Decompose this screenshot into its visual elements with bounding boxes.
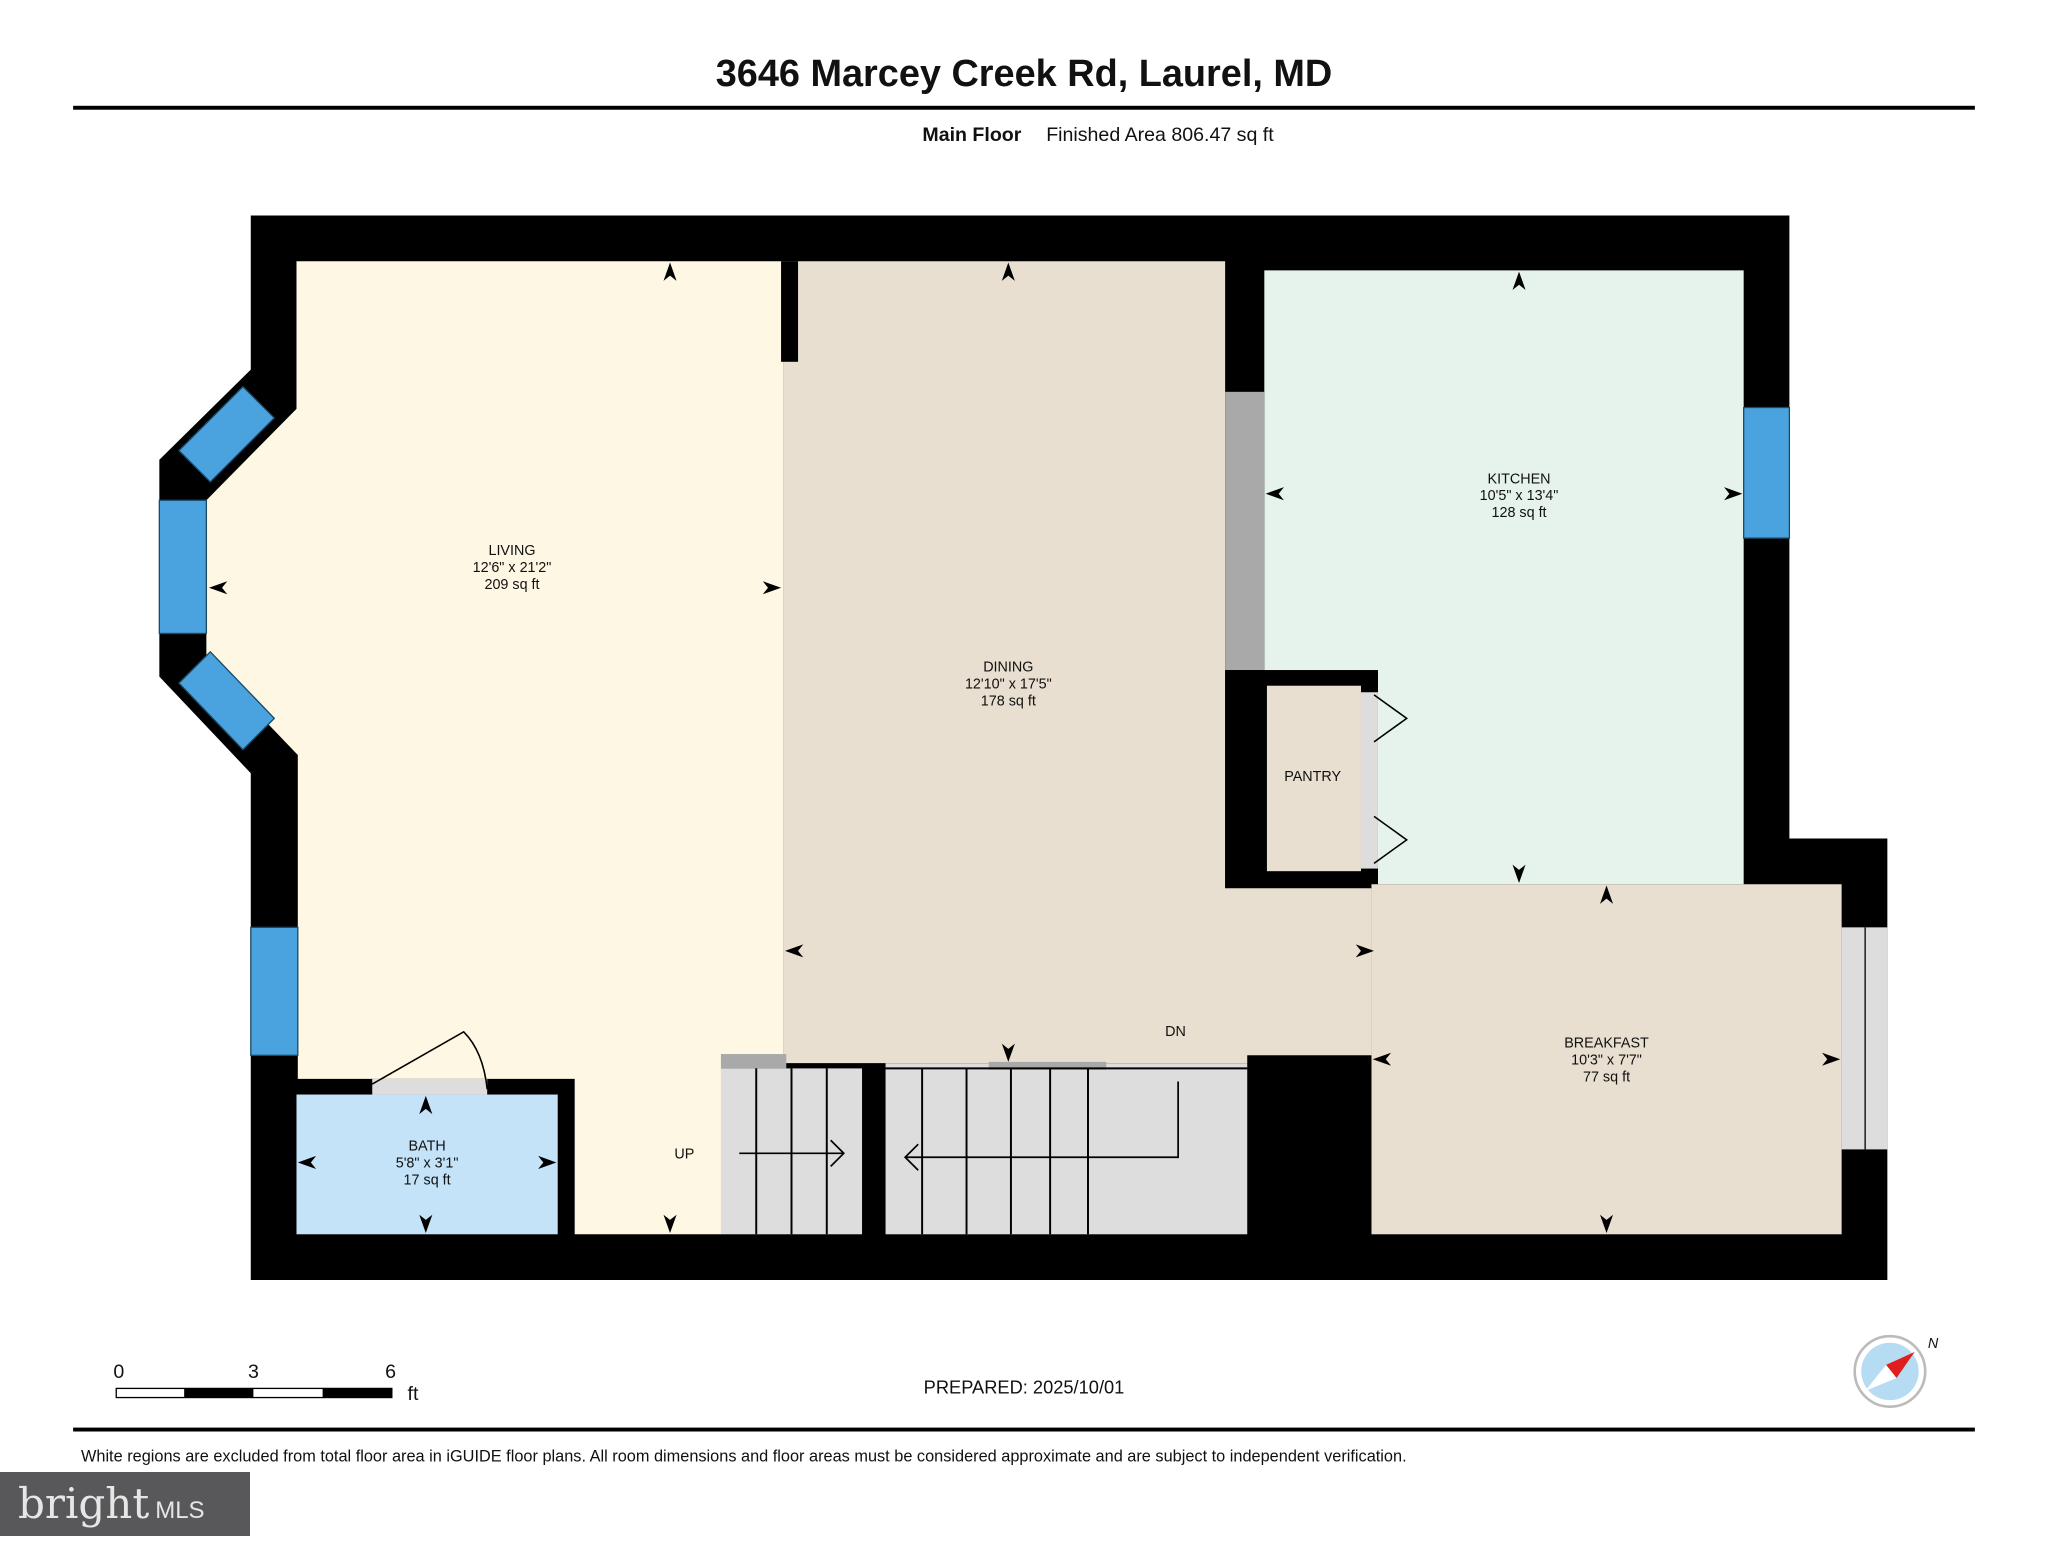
chase-wall [1247,1055,1372,1235]
scale-tick-0: 0 [113,1361,124,1383]
footer-divider [73,1427,1975,1432]
stairs-down-label: DN [1165,1024,1186,1040]
logo-suffix: MLS [155,1497,205,1524]
stairs-up [720,1054,863,1235]
dimension-arrows [208,262,1841,1233]
living-name: LIVING [488,543,535,559]
prepared-date: PREPARED: 2025/10/01 [924,1377,1125,1398]
pantry-door-swing [1373,694,1409,743]
pantry-door [1360,692,1378,869]
logo-text: bright [18,1479,150,1528]
living-dims: 12'6" x 21'2" [473,560,552,576]
scale-unit: ft [408,1383,419,1405]
kitchen-counter [1225,391,1265,671]
scale-tick-6: 6 [385,1361,396,1383]
compass-icon: N [1853,1334,1939,1408]
room-living [206,261,784,1235]
bath-area: 17 sq ft [404,1173,451,1189]
kitchen-dims: 10'5" x 13'4" [1480,488,1559,504]
stairs-down [885,1061,1248,1235]
dining-dims: 12'10" x 17'5" [965,676,1052,692]
floor-area: Finished Area 806.47 sq ft [1046,124,1274,146]
room-dining [783,261,1372,1064]
kitchen-name: KITCHEN [1488,471,1551,487]
room-bath [296,1094,558,1235]
scale-bar: 0 3 6 ft [113,1361,419,1405]
room-kitchen [1264,270,1744,885]
bath-door [372,1078,488,1095]
room-pantry [1266,685,1361,872]
scale-tick-3: 3 [248,1361,259,1383]
bath-dims: 5'8" x 3'1" [396,1156,459,1172]
room-breakfast [1371,884,1842,1235]
kitchen-area: 128 sq ft [1491,505,1546,521]
dining-area: 178 sq ft [981,693,1036,709]
stairs-up-label: UP [674,1147,694,1163]
window [158,385,1791,1056]
bath-name: BATH [408,1139,445,1155]
partition-wall [781,261,799,362]
bath-door-swing [371,1030,488,1090]
compass-label: N [1928,1336,1939,1352]
page-title: 3646 Marcey Creek Rd, Laurel, MD [716,53,1333,95]
title-divider [73,105,1975,110]
breakfast-area: 77 sq ft [1583,1069,1630,1085]
pantry-name: PANTRY [1284,769,1341,785]
dining-name: DINING [983,659,1033,675]
floor-name: Main Floor [922,124,1021,146]
living-area: 209 sq ft [484,577,539,593]
breakfast-dims: 10'3" x 7'7" [1571,1052,1642,1068]
pantry-door-swing [1373,815,1409,864]
disclaimer: White regions are excluded from total fl… [81,1448,1407,1466]
breakfast-name: BREAKFAST [1564,1036,1649,1052]
